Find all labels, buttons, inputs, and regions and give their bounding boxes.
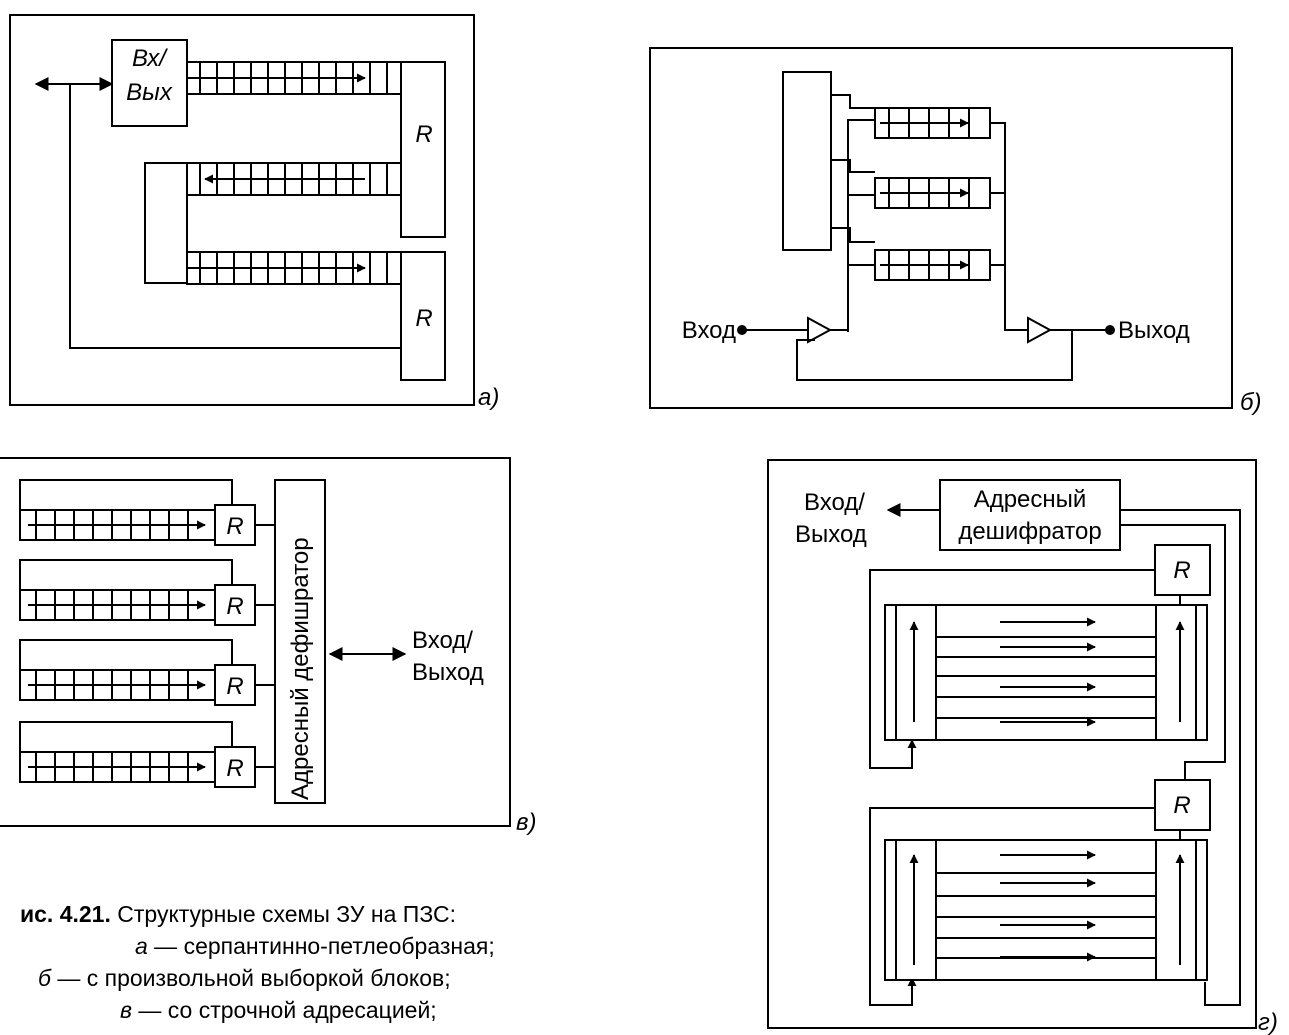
- caption-item-b: б — с произвольной выборкой блоков;: [38, 965, 451, 991]
- diagram-c-frame: [0, 457, 511, 827]
- diagram-a-frame: [9, 14, 475, 406]
- diagram-b: [649, 47, 1233, 409]
- feedback-line: [19, 559, 233, 590]
- register-label: R: [226, 593, 243, 620]
- shift-register-row-1: [186, 61, 446, 238]
- output-terminal: [1105, 325, 1115, 335]
- io-block-label-line2: Вых: [126, 79, 173, 106]
- shift-register-row-1: [19, 479, 275, 546]
- memory-block-bottom: [884, 839, 1208, 981]
- io-label-line2: Выход: [412, 659, 484, 686]
- shift-register-row-4: [19, 721, 275, 788]
- register-label: R: [226, 673, 243, 700]
- io-label-line1: Вход/: [412, 627, 473, 654]
- io-label-line1: Вход/: [804, 489, 865, 516]
- panel-letter-c: в): [516, 809, 537, 836]
- feedback-loop: [796, 330, 1073, 381]
- register-top-label: R: [415, 121, 432, 148]
- diagram-b-frame: [649, 47, 1233, 409]
- shift-register-1: [874, 107, 991, 139]
- address-decoder-label-line2: дешифратор: [958, 518, 1101, 545]
- diagram-c: [0, 457, 511, 827]
- panel-letter-a: а): [478, 384, 499, 411]
- address-decoder-label-line1: Адресный: [974, 486, 1087, 513]
- register-box: [214, 584, 256, 626]
- diagram-d-frame: [767, 459, 1257, 1029]
- io-block: [111, 39, 188, 127]
- io-label-line2: Выход: [795, 521, 867, 548]
- address-block: [782, 71, 832, 251]
- register-bottom-label: R: [415, 305, 432, 332]
- diagram-a: [9, 14, 475, 406]
- shift-register-row-3: [186, 251, 446, 381]
- feedback-line: [69, 84, 402, 349]
- input-buffer: [807, 316, 833, 344]
- register-box: [214, 746, 256, 788]
- output-label: Выход: [1118, 317, 1190, 344]
- io-block-label-line1: Вх/: [132, 45, 168, 72]
- register-label: R: [226, 755, 243, 782]
- shift-register-2: [874, 177, 991, 209]
- register-label: R: [226, 513, 243, 540]
- panel-letter-b: б): [1240, 389, 1262, 416]
- shift-register-row-3: [19, 639, 275, 706]
- register-bottom-label: R: [1173, 792, 1190, 819]
- feedback-line: [19, 721, 233, 752]
- caption-item-c: в — со строчной адресацией;: [120, 997, 437, 1023]
- caption-title: ис. 4.21. Структурные схемы ЗУ на ПЗС:: [20, 901, 456, 927]
- diagram-d: [767, 459, 1257, 1029]
- address-decoder-label: Адресный дефишратор: [287, 537, 314, 800]
- register-box: [214, 664, 256, 706]
- shift-register-row-2: [19, 559, 275, 626]
- caption-prefix: ис. 4.21.: [20, 901, 111, 927]
- shift-register-3: [874, 249, 991, 281]
- panel-letter-d: г): [1258, 1009, 1278, 1035]
- input-label: Вход: [682, 317, 736, 344]
- memory-block-top: [884, 604, 1208, 741]
- caption-title-text: Структурные схемы ЗУ на ПЗС:: [111, 901, 456, 927]
- address-decoder-block: [274, 479, 326, 804]
- feedback-line: [19, 479, 233, 510]
- shift-register-row-2: [144, 162, 402, 284]
- address-decoder-block: [939, 479, 1121, 551]
- feedback-line: [19, 639, 233, 670]
- register-bottom: [1154, 779, 1211, 831]
- output-buffer: [1027, 316, 1053, 344]
- register-top-label: R: [1173, 557, 1190, 584]
- register-box: [214, 504, 256, 546]
- caption-item-a: а — серпантинно-петлеобразная;: [135, 933, 495, 959]
